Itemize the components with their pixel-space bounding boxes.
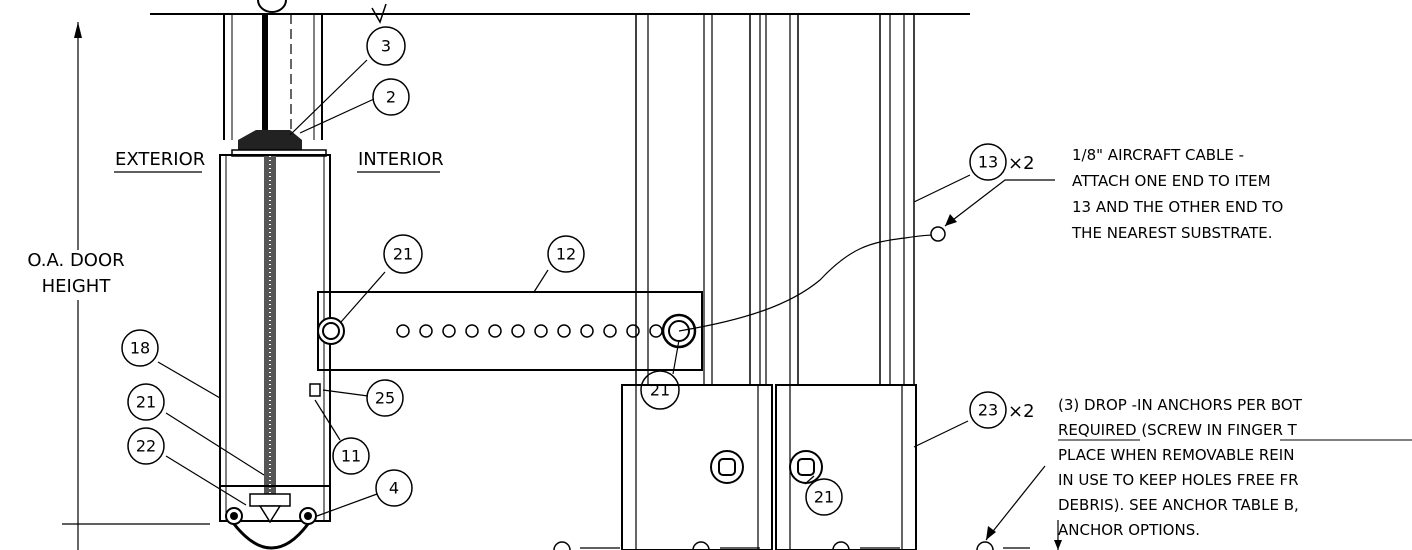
- height-label-line2: HEIGHT: [42, 276, 112, 297]
- callout-11: 11: [332, 437, 370, 475]
- aircraft-cable: [678, 233, 939, 332]
- break-mark: [371, 3, 387, 24]
- svg-text:21: 21: [136, 393, 156, 412]
- callout-21-lower: 21: [805, 478, 843, 516]
- svg-text:21: 21: [650, 381, 670, 400]
- left-bolt: [309, 317, 345, 397]
- cable-note-line1: 1/8" AIRCRAFT CABLE -: [1072, 146, 1244, 164]
- svg-text:4: 4: [389, 479, 399, 498]
- cable-note-line3: 13 AND THE OTHER END TO: [1072, 198, 1283, 216]
- callout-13: 13 ×2: [969, 143, 1035, 181]
- svg-text:18: 18: [130, 339, 150, 358]
- callout-2: 2: [372, 78, 410, 116]
- cable-note-line4: THE NEAREST SUBSTRATE.: [1071, 224, 1273, 242]
- callout-21-left: 21: [127, 383, 165, 421]
- svg-text:2: 2: [386, 88, 396, 107]
- svg-text:21: 21: [814, 488, 834, 507]
- callout-22: 22: [127, 427, 165, 465]
- svg-text:22: 22: [136, 437, 156, 456]
- anchor-note-line1: (3) DROP -IN ANCHORS PER BOT: [1058, 396, 1303, 414]
- bottom-brackets: [621, 384, 917, 550]
- callout-21-bracket: 21: [640, 370, 680, 410]
- leader-lines: [157, 59, 1062, 550]
- anchor-holes: [553, 541, 1030, 550]
- callout-4: 4: [375, 469, 413, 507]
- partial-top-bubble: [257, 0, 287, 13]
- door-section: [219, 14, 331, 550]
- overall-height-dimension: [62, 22, 210, 550]
- svg-text:23: 23: [978, 401, 998, 420]
- interior-label: INTERIOR: [358, 149, 444, 170]
- svg-text:21: 21: [393, 245, 413, 264]
- vertical-rails: [635, 14, 915, 385]
- anchor-note-line6: ANCHOR OPTIONS.: [1058, 521, 1200, 539]
- svg-text:12: 12: [556, 245, 576, 264]
- callout-13-qty: ×2: [1008, 153, 1035, 174]
- arm-holes: [396, 324, 663, 338]
- callout-23: 23 ×2: [969, 391, 1035, 429]
- svg-text:3: 3: [381, 37, 391, 56]
- anchor-note-line2: REQUIRED (SCREW IN FINGER T: [1058, 421, 1298, 439]
- anchor-note-line3: PLACE WHEN REMOVABLE REIN: [1058, 446, 1294, 464]
- callout-23-qty: ×2: [1008, 401, 1035, 422]
- anchor-note-line5: DEBRIS). SEE ANCHOR TABLE B,: [1058, 496, 1299, 514]
- cable-end-ring: [930, 226, 946, 242]
- horizontal-arm: [317, 291, 703, 371]
- anchor-note-line4: IN USE TO KEEP HOLES FREE FR: [1058, 471, 1299, 489]
- cable-note-line2: ATTACH ONE END TO ITEM: [1072, 172, 1271, 190]
- height-label-line1: O.A. DOOR: [27, 250, 124, 271]
- callout-21-top: 21: [383, 234, 423, 274]
- svg-text:25: 25: [375, 389, 395, 408]
- exterior-label: EXTERIOR: [115, 149, 205, 170]
- callout-18: 18: [121, 329, 159, 367]
- callout-3: 3: [366, 26, 406, 66]
- callout-25: 25: [366, 379, 404, 417]
- svg-text:11: 11: [341, 447, 361, 466]
- svg-text:13: 13: [978, 153, 998, 172]
- callout-12: 12: [547, 235, 585, 273]
